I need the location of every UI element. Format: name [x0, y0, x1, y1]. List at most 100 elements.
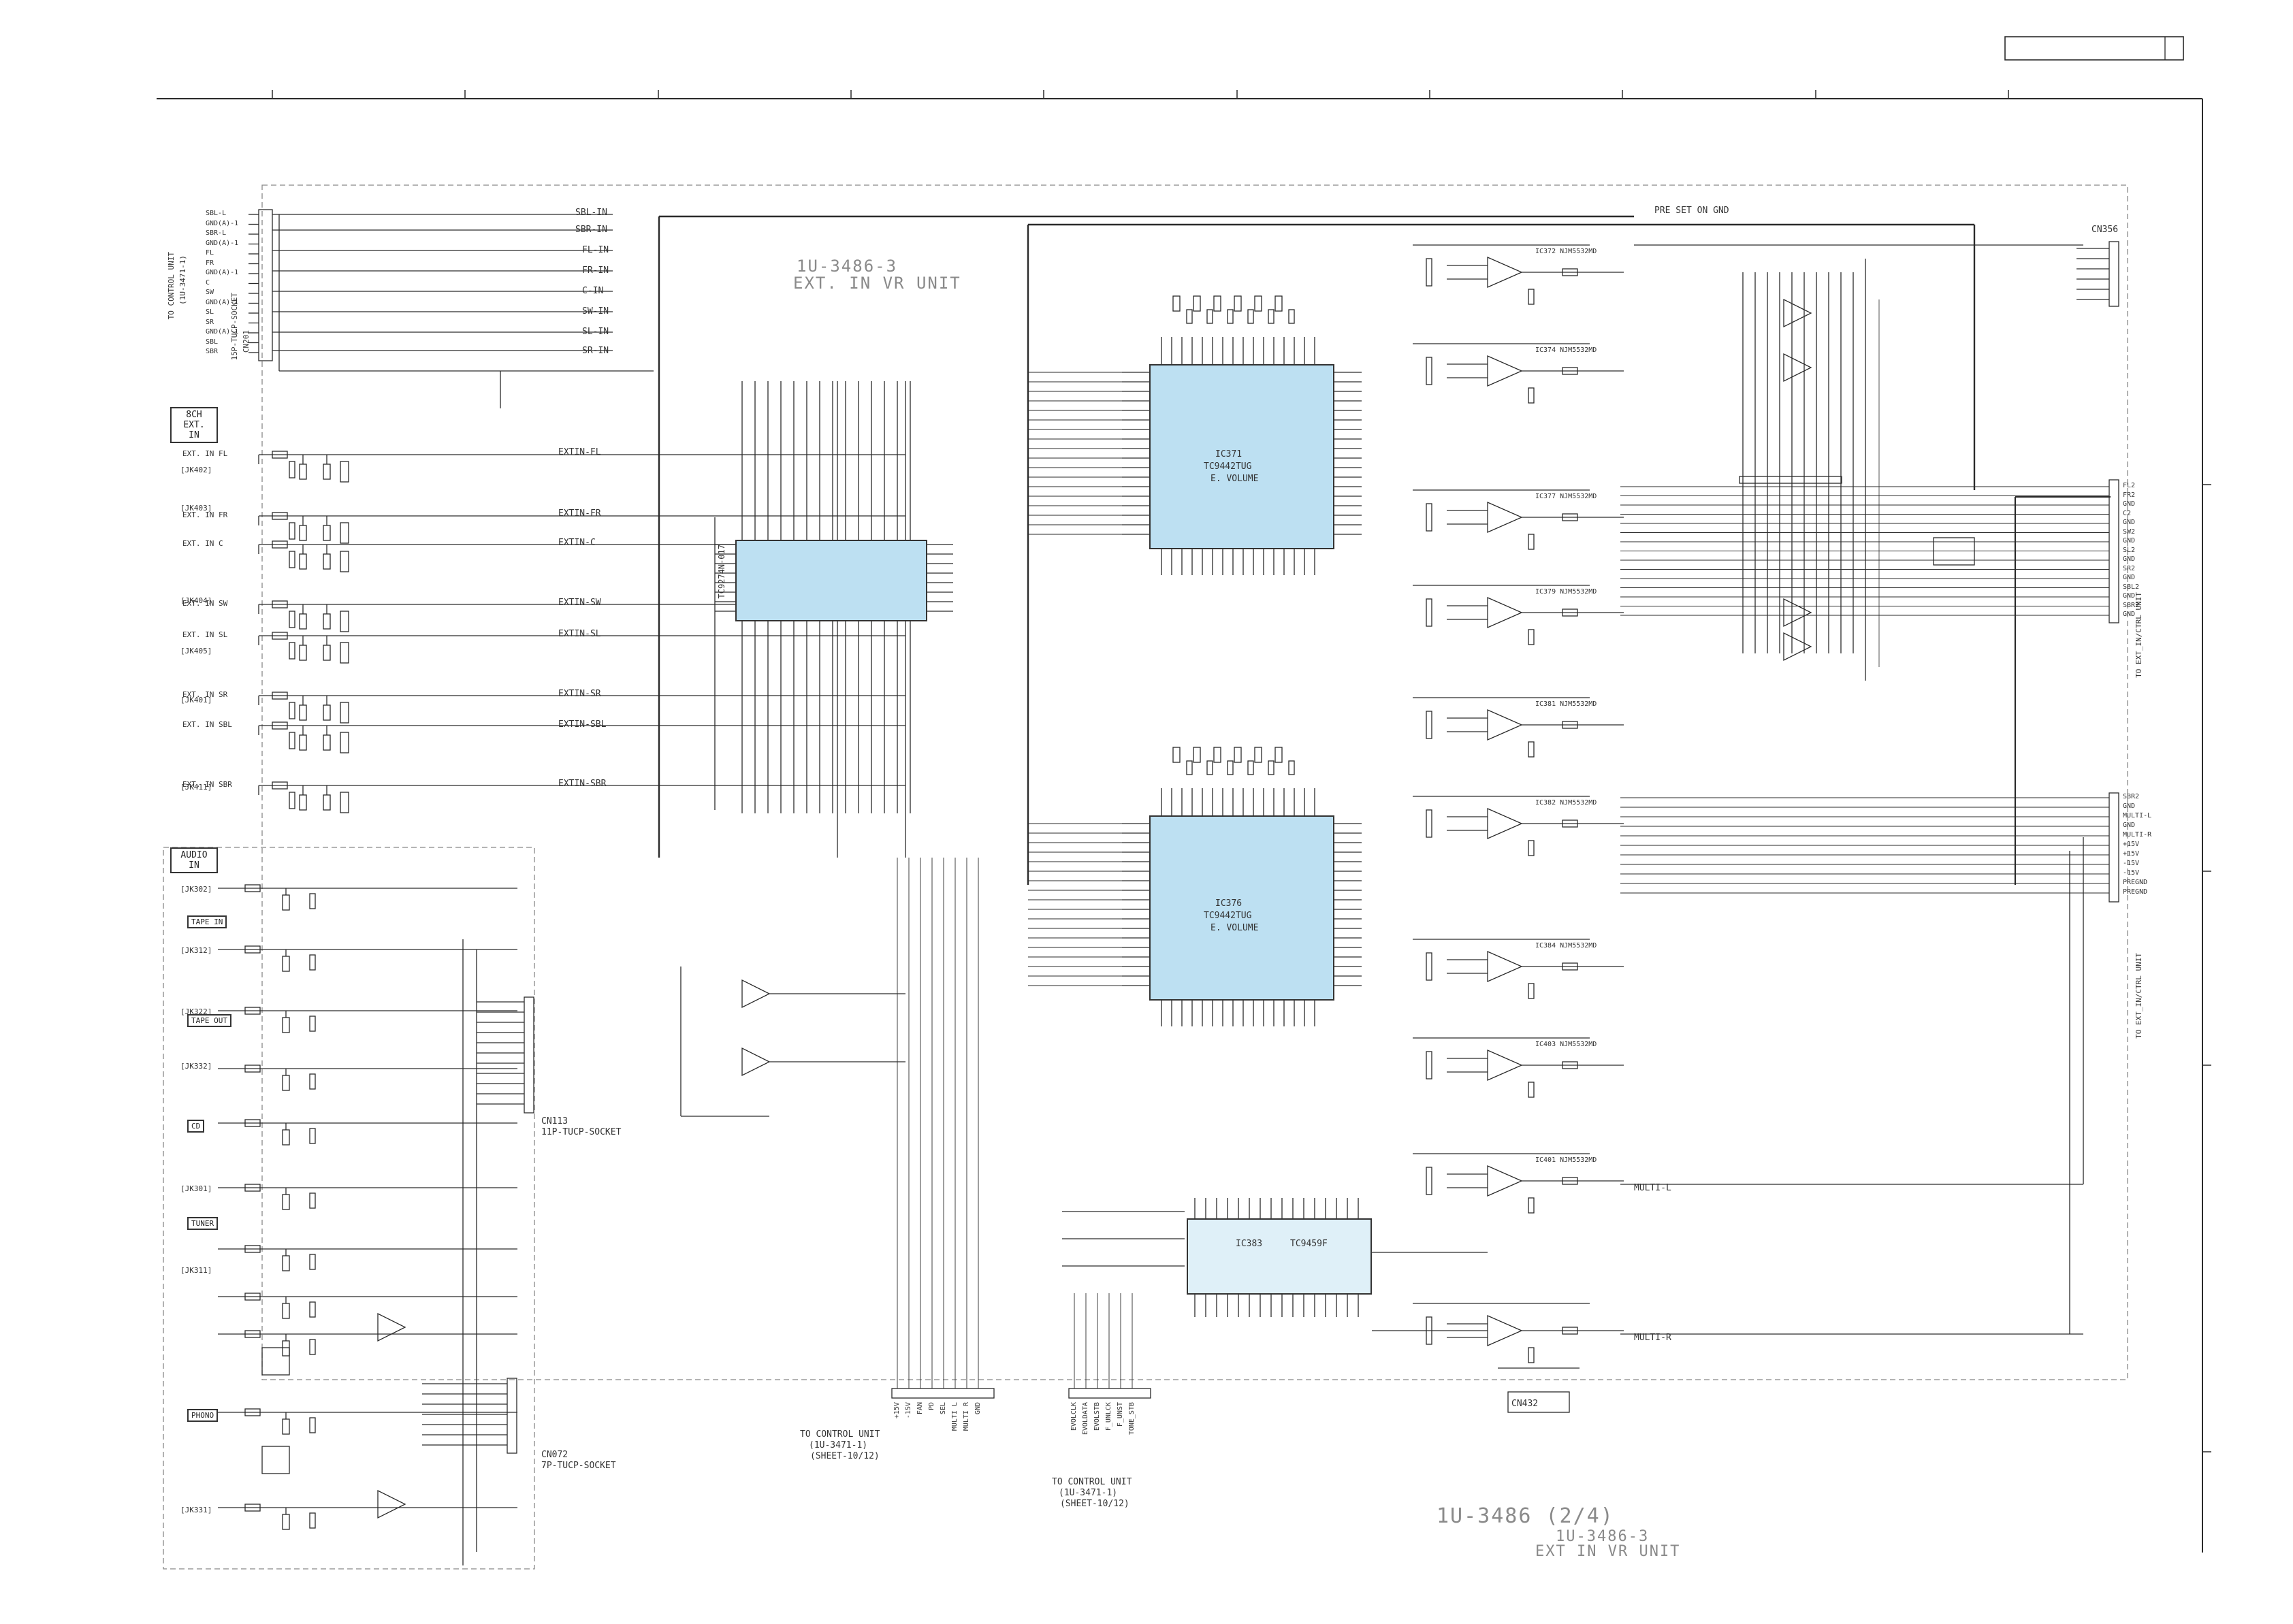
opamp-symbol — [377, 1489, 406, 1519]
capacitor — [1528, 1197, 1535, 1214]
resistor — [1274, 747, 1283, 763]
cn201-pin-label: GND(A)-1 — [206, 219, 239, 227]
capacitor — [1426, 258, 1432, 287]
resistor — [244, 1330, 261, 1338]
cn201-pin-label: GND(A)-1 — [206, 239, 239, 247]
resistor — [323, 704, 331, 721]
capacitor — [309, 954, 316, 971]
lower-right-pin: SBR2 — [2123, 793, 2140, 800]
page-title: 1U-3486 (2/4) — [1437, 1504, 1614, 1528]
bottom-connector-pin: GND — [974, 1402, 982, 1415]
resistor-vertical — [340, 461, 349, 483]
capacitor — [309, 1073, 316, 1090]
resistor — [1562, 1327, 1578, 1335]
net-sbr-in: SBR-IN — [575, 225, 607, 235]
right-connector-pin: SW2 — [2123, 527, 2136, 536]
opamp-symbol — [377, 1312, 406, 1342]
lower-right-pin: PREGND — [2123, 879, 2148, 886]
audio-source-label: CD — [187, 1120, 205, 1133]
capacitor — [309, 1339, 316, 1355]
resistor — [244, 1184, 261, 1192]
resistor — [299, 734, 307, 751]
ic371-evolume-chip — [1149, 364, 1334, 549]
resistor — [1234, 747, 1242, 763]
bottom-connector-1 — [891, 1388, 995, 1399]
net-extin-fl: EXTIN-FL — [558, 447, 601, 457]
capacitor — [1426, 1051, 1432, 1079]
bottom-connector-pin: EVOLDATA — [1082, 1402, 1089, 1435]
net-extin-sw: EXTIN-SW — [558, 598, 601, 608]
net-extin-c: EXTIN-C — [558, 538, 596, 548]
resistor — [299, 464, 307, 480]
cn432-box — [1507, 1391, 1570, 1413]
audio-in-label: AUDIO IN — [170, 847, 218, 873]
transistor — [261, 1446, 290, 1474]
selector-ic-chip — [735, 540, 927, 621]
capacitor — [309, 893, 316, 909]
net-extin-fr: EXTIN-FR — [558, 508, 601, 519]
capacitor — [309, 1417, 316, 1433]
resistor — [282, 956, 290, 972]
bottom-connector-pin: FAN — [916, 1402, 924, 1415]
capacitor — [1186, 760, 1193, 775]
capacitor — [1247, 760, 1254, 775]
right-connector-pin: SL2 — [2123, 546, 2136, 554]
bottom-connector-pin: PD — [928, 1402, 935, 1411]
resistor — [282, 1017, 290, 1033]
resistor-vertical — [340, 611, 349, 632]
resistor — [272, 451, 288, 459]
resistor — [323, 553, 331, 570]
ic403-pin-strip — [1739, 476, 1842, 484]
capacitor — [309, 1016, 316, 1032]
capacitor — [1288, 309, 1295, 324]
opamp-symbol — [1487, 257, 1523, 288]
jack-ref-label: [JK301] — [180, 1184, 212, 1193]
resistor — [299, 553, 307, 570]
ext-in-jack-label: EXT. IN C — [182, 539, 223, 548]
ext-in-jack-label: EXT. IN SBL — [182, 720, 232, 729]
resistor-vertical — [340, 551, 349, 572]
resistor — [1274, 295, 1283, 312]
capacitor — [1426, 711, 1432, 739]
transistor — [261, 1347, 290, 1376]
capacitor — [289, 611, 295, 628]
audio-source-label: TAPE IN — [187, 915, 227, 928]
ext-in-jack-label: EXT. IN FR — [182, 510, 228, 519]
capacitor — [1426, 952, 1432, 981]
jack-ref-label: [JK331] — [180, 1506, 212, 1514]
bottom-connector-pin: F_UNLCK — [1105, 1402, 1112, 1431]
opamp-ref-label: IC374 NJM5532MD — [1535, 346, 1597, 354]
resistor — [244, 1245, 261, 1253]
right-connector-pin: GND — [2123, 611, 2136, 618]
opamp-ref-label: IC381 NJM5532MD — [1535, 700, 1597, 708]
ic376-ref: IC376 — [1215, 898, 1242, 909]
cn201-pin-label: GND(A)-1 — [206, 269, 239, 276]
opamp-symbol — [741, 979, 771, 1009]
resistor — [282, 1514, 290, 1530]
ic371-ref: IC371 — [1215, 449, 1242, 459]
bottom-connector-pin: SEL — [940, 1402, 947, 1415]
cn-right-top-connector — [2108, 241, 2119, 307]
capacitor — [1206, 760, 1213, 775]
net-fr-in: FR-IN — [582, 265, 609, 276]
capacitor — [1528, 840, 1535, 856]
resistor — [1213, 747, 1221, 763]
capacitor — [309, 1254, 316, 1270]
capacitor — [1426, 357, 1432, 385]
page-subtitle-1: 1U-3486-3 — [1556, 1528, 1650, 1545]
capacitor — [1227, 760, 1234, 775]
ic383-part: TC9459F — [1290, 1239, 1328, 1249]
resistor — [1562, 608, 1578, 617]
capacitor — [289, 522, 295, 540]
resistor — [272, 600, 288, 608]
cn-right-connector — [2108, 479, 2119, 623]
net-sbl-in: SBL-IN — [575, 208, 607, 218]
cn201-pin-label: SW — [206, 289, 214, 296]
resistor — [323, 525, 331, 541]
cn201-pin-label: SBL — [206, 338, 219, 346]
capacitor — [289, 702, 295, 719]
capacitor — [1186, 309, 1193, 324]
audio-source-label: PHONO — [187, 1409, 219, 1422]
